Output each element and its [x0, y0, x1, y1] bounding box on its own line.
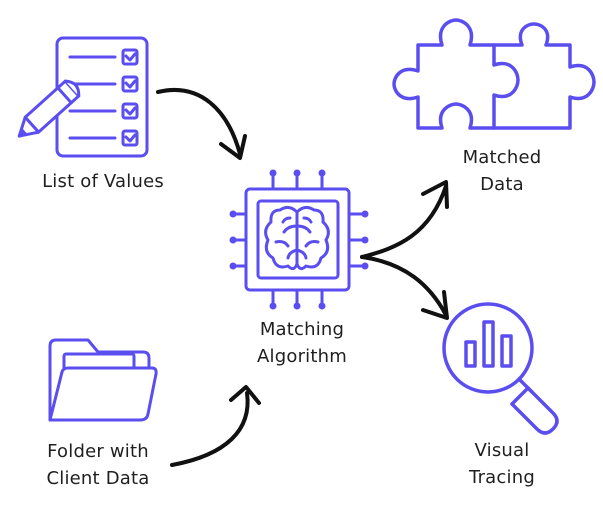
checklist-with-pencil-icon: [55, 36, 149, 158]
label-matched-line1: Matched: [462, 147, 542, 168]
folder-icon: [48, 338, 158, 422]
label-matched-line2: Data: [480, 174, 524, 195]
label-visual-line2: Tracing: [469, 467, 535, 488]
edge-algorithm-to-visual: [360, 255, 449, 320]
chip-pin-dots: [229, 169, 369, 310]
magnifier-bar-chart-icon: [442, 302, 559, 435]
label-list-of-values: List of Values: [18, 168, 188, 195]
edge-algorithm-to-matched: [360, 180, 449, 259]
brain-icon: [264, 205, 330, 271]
label-folder-line1: Folder with: [47, 441, 149, 462]
label-list-line1: List of Values: [42, 171, 164, 192]
label-algo-line2: Algorithm: [257, 346, 347, 367]
label-matching-algorithm: Matching Algorithm: [222, 316, 382, 370]
label-folder-client-data: Folder with Client Data: [18, 438, 178, 492]
label-folder-line2: Client Data: [46, 468, 150, 489]
pencil-icon: [17, 79, 81, 138]
chip-brain-icon: [234, 174, 364, 305]
label-algo-line1: Matching: [259, 319, 345, 340]
label-matched-data: Matched Data: [432, 144, 572, 198]
label-visual-tracing: Visual Tracing: [432, 437, 572, 491]
puzzle-pieces-icon: [392, 18, 596, 130]
edge-list-to-algorithm: [156, 88, 247, 160]
edge-folder-to-algorithm: [170, 385, 261, 467]
label-visual-line1: Visual: [474, 440, 530, 461]
